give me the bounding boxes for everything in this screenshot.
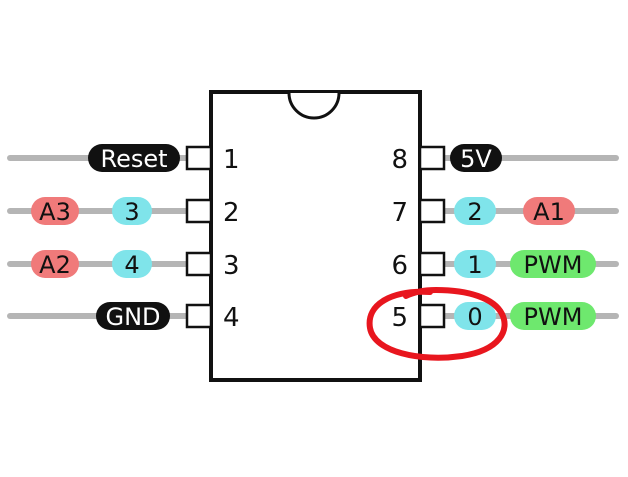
- label-pill: [454, 302, 496, 330]
- label-text: 4: [124, 251, 139, 279]
- chip-body: [209, 90, 422, 382]
- label-pill: [510, 302, 596, 330]
- pin-number-2: 2: [223, 198, 240, 228]
- label-pin-3-analog: A2: [31, 250, 79, 279]
- label-pin-2-analog: A3: [31, 197, 79, 226]
- label-pin-6-digital: 1: [454, 250, 496, 279]
- label-pill: [96, 302, 170, 330]
- label-pill: [31, 250, 79, 278]
- pin-stub-3: [185, 251, 213, 277]
- label-pill: [523, 197, 575, 225]
- pin-number-3: 3: [223, 251, 240, 281]
- label-pin-7-digital: 2: [454, 197, 496, 226]
- label-text: 1: [467, 251, 482, 279]
- label-text: 3: [124, 198, 139, 226]
- label-text: GND: [105, 303, 160, 331]
- label-pin-4-power: GND: [96, 302, 170, 331]
- label-pill: [510, 250, 596, 278]
- label-pill: [88, 144, 180, 172]
- pin-stub-4: [185, 303, 213, 329]
- pin-stub-5: [418, 303, 446, 329]
- label-pin-1-power: Reset: [88, 144, 180, 173]
- label-text: PWM: [524, 303, 583, 331]
- label-pill: [112, 250, 152, 278]
- pin-stub-8: [418, 145, 446, 171]
- label-pin-3-digital: 4: [112, 250, 152, 279]
- label-pill: [450, 144, 502, 172]
- label-pin-8-power: 5V: [450, 144, 502, 173]
- label-pin-5-digital: 0: [454, 302, 496, 331]
- label-pin-5-pwm: PWM: [510, 302, 596, 331]
- label-pill: [454, 197, 496, 225]
- label-pill: [454, 250, 496, 278]
- pin-stub-6: [418, 251, 446, 277]
- pin-number-5: 5: [391, 303, 408, 333]
- label-text: A2: [39, 251, 71, 279]
- label-text: A1: [533, 198, 565, 226]
- chip-notch: [287, 92, 341, 120]
- label-pin-2-digital: 3: [112, 197, 152, 226]
- pin-number-4: 4: [223, 303, 240, 333]
- label-pin-6-pwm: PWM: [510, 250, 596, 279]
- label-pill: [31, 197, 79, 225]
- label-pill: [112, 197, 152, 225]
- pin-number-8: 8: [391, 145, 408, 175]
- label-pin-7-analog: A1: [523, 197, 575, 226]
- pin-number-7: 7: [391, 198, 408, 228]
- label-text: Reset: [100, 145, 167, 173]
- pin-number-6: 6: [391, 251, 408, 281]
- label-text: 2: [467, 198, 482, 226]
- label-text: 0: [467, 303, 482, 331]
- label-text: A3: [39, 198, 71, 226]
- pin-number-1: 1: [223, 145, 240, 175]
- pin-stub-1: [185, 145, 213, 171]
- annotation-circle: [366, 287, 508, 361]
- label-text: 5V: [460, 145, 492, 173]
- pin-stub-7: [418, 198, 446, 224]
- label-text: PWM: [524, 251, 583, 279]
- pin-stub-2: [185, 198, 213, 224]
